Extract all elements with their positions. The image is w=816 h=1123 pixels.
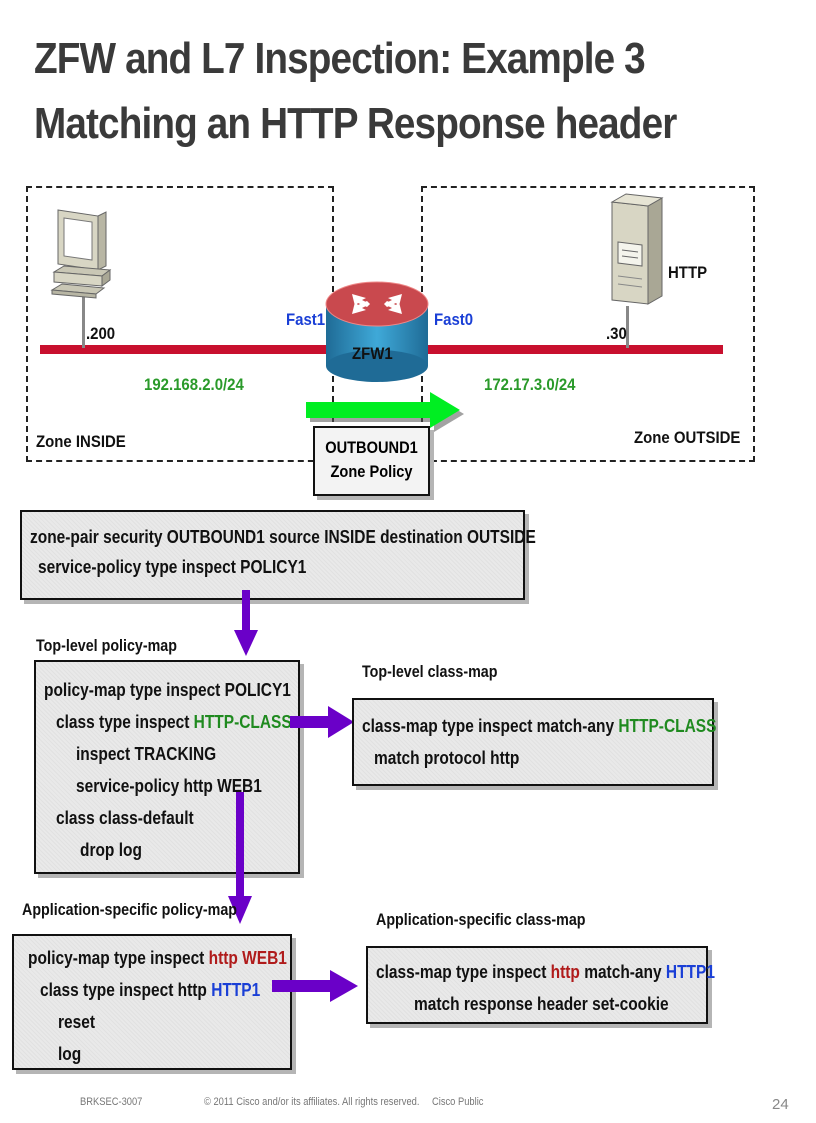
- inside-network-label: 192.168.2.0/24: [144, 375, 244, 394]
- top-class-header: Top-level class-map: [362, 662, 498, 681]
- app-policy-box: policy-map type inspect http WEB1 class …: [12, 934, 292, 1070]
- zone-pair-config-box: zone-pair security OUTBOUND1 source INSI…: [20, 510, 536, 600]
- top-class-line-1-text: class-map type inspect match-any: [362, 716, 619, 736]
- zone-policy-line-2: Zone Policy: [330, 462, 413, 481]
- outside-network-label: 172.17.3.0/24: [484, 375, 576, 394]
- zone-policy-box: OUTBOUND1 Zone Policy: [313, 426, 430, 496]
- top-policy-line-4: service-policy http WEB1: [76, 776, 262, 796]
- top-policy-box: policy-map type inspect POLICY1 class ty…: [34, 660, 300, 874]
- app-policy-line-4: log: [58, 1044, 82, 1064]
- app-class-protocol: http: [550, 962, 580, 982]
- zone-inside-label: Zone INSIDE: [36, 432, 126, 451]
- interface-fast0-label: Fast0: [434, 310, 474, 329]
- footer-classification: Cisco Public: [432, 1096, 484, 1108]
- top-policy-header: Top-level policy-map: [36, 636, 177, 655]
- router-label: ZFW1: [352, 344, 393, 363]
- zone-pair-line-2: service-policy type inspect POLICY1: [38, 557, 307, 577]
- arrow-right-to-app-class: [272, 970, 358, 1002]
- app-class-box: class-map type inspect http match-any HT…: [366, 946, 715, 1024]
- app-policy-header: Application-specific policy-map: [22, 900, 238, 919]
- app-class-name: HTTP1: [665, 962, 715, 982]
- top-policy-class-name: HTTP-CLASS: [193, 712, 292, 732]
- top-policy-line-6: drop log: [80, 840, 142, 860]
- footer-copyright: © 2011 Cisco and/or its affiliates. All …: [204, 1096, 420, 1108]
- top-policy-line-2: class type inspect HTTP-CLASS: [56, 706, 292, 738]
- app-policy-name: http WEB1: [208, 948, 287, 968]
- app-class-line-1-text: class-map type inspect: [376, 962, 551, 982]
- pc-icon: [50, 209, 112, 299]
- interface-fast1-label: Fast1: [286, 310, 326, 329]
- top-policy-line-1: policy-map type inspect POLICY1: [44, 680, 291, 700]
- zone-pair-line-1: zone-pair security OUTBOUND1 source INSI…: [30, 527, 536, 547]
- top-policy-line-5: class class-default: [56, 808, 194, 828]
- title-line-1: ZFW and L7 Inspection: Example 3: [34, 34, 646, 83]
- app-policy-line-1-text: policy-map type inspect: [28, 948, 209, 968]
- arrow-down-to-policy: [234, 590, 258, 656]
- zone-policy-line-1: OUTBOUND1: [325, 438, 418, 457]
- top-class-line-1: class-map type inspect match-any HTTP-CL…: [362, 710, 716, 742]
- server-http-label: HTTP: [668, 263, 708, 282]
- app-policy-line-3: reset: [58, 1012, 96, 1032]
- app-policy-line-2: class type inspect http HTTP1: [40, 974, 260, 1006]
- top-class-box: class-map type inspect match-any HTTP-CL…: [352, 698, 716, 786]
- router-icon: [325, 281, 429, 382]
- arrow-right-to-class: [290, 706, 354, 738]
- footer-page-number: 24: [772, 1096, 789, 1113]
- app-policy-line-2-text: class type inspect http: [40, 980, 212, 1000]
- server-icon: [610, 193, 664, 305]
- top-policy-line-3: inspect TRACKING: [76, 744, 217, 764]
- top-policy-line-2-text: class type inspect: [56, 712, 194, 732]
- app-policy-line-1: policy-map type inspect http WEB1: [28, 942, 287, 974]
- traffic-flow-arrow: [306, 392, 464, 432]
- app-class-header: Application-specific class-map: [376, 910, 586, 929]
- server-ip-label: .30: [606, 324, 627, 343]
- footer-session-code: BRKSEC-3007: [80, 1096, 143, 1108]
- server-drop-line: [626, 306, 629, 348]
- host-drop-line: [82, 290, 85, 348]
- app-class-match-any: match-any: [579, 962, 666, 982]
- top-class-class-name: HTTP-CLASS: [618, 716, 717, 736]
- app-policy-class-name: HTTP1: [211, 980, 261, 1000]
- app-class-line-1: class-map type inspect http match-any HT…: [376, 956, 715, 988]
- arrow-down-to-app-policy: [228, 792, 252, 924]
- zone-outside-label: Zone OUTSIDE: [634, 428, 741, 447]
- title-line-2: Matching an HTTP Response header: [34, 99, 677, 148]
- top-class-line-2: match protocol http: [374, 748, 520, 768]
- app-class-line-2: match response header set-cookie: [414, 994, 669, 1014]
- host-ip-label: .200: [86, 324, 116, 343]
